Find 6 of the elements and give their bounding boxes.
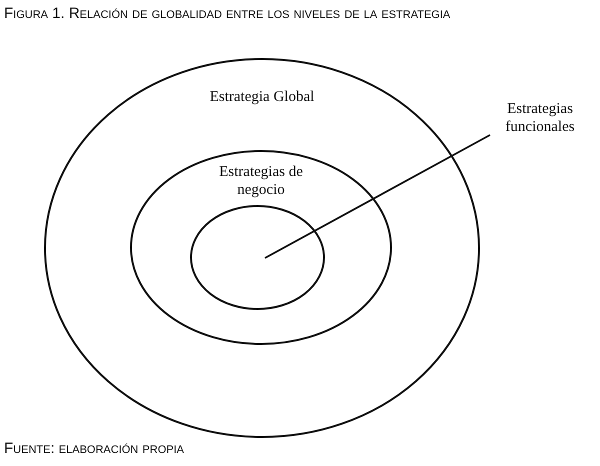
callout-label: Estrategias funcionales [504, 100, 576, 136]
figure-title: Figura 1. Relación de globalidad entre los niveles de la estrategia [4, 5, 450, 22]
ellipse-label: Estrategia Global [208, 88, 316, 106]
ellipse-label: Estrategias de negocio [218, 163, 304, 199]
leader-line [264, 134, 490, 259]
source-note: Fuente: elaboración propia [4, 440, 184, 457]
